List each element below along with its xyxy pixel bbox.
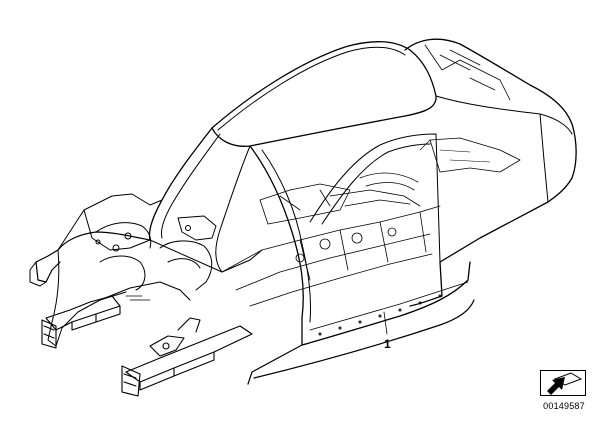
rear-quarter [404, 38, 577, 307]
front-rail-left [41, 295, 121, 349]
arrow-reference-icon [540, 370, 586, 396]
side-frame [247, 133, 475, 385]
front-rail-right [121, 317, 253, 397]
front-structure [29, 193, 217, 347]
windshield-frame [148, 127, 263, 273]
floor-pan [221, 172, 441, 307]
diagram-reference-number: 00149587 [543, 401, 585, 411]
roof-panel [211, 41, 437, 147]
part-callout-label: 1 [384, 337, 391, 351]
callout-leader-line [383, 311, 388, 335]
